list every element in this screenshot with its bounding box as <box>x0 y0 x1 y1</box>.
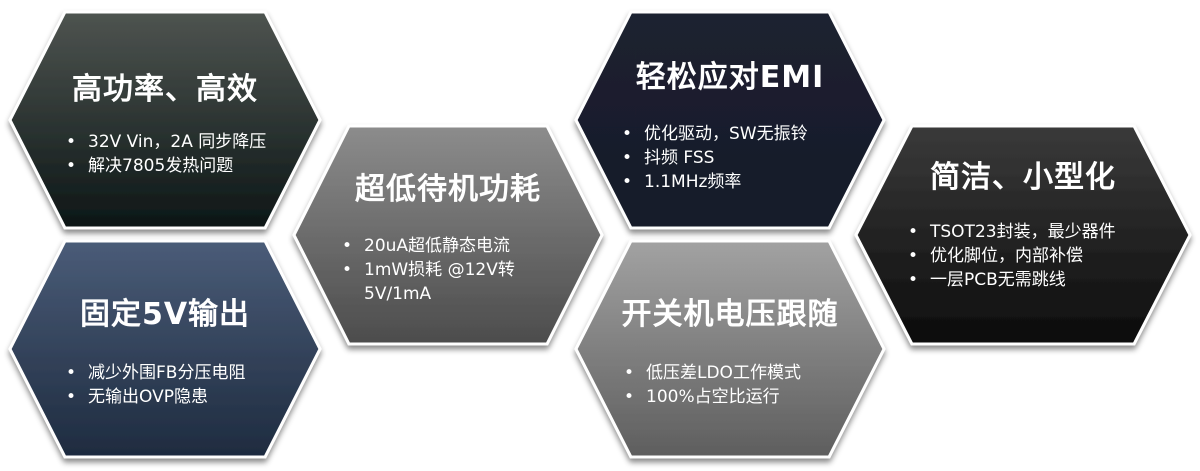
hexagon-6-title: 简洁、小型化 <box>930 160 1116 195</box>
list-item: 1.1MHz频率 <box>618 170 868 194</box>
hexagon-5-bullets: 低压差LDO工作模式 100%占空比运行 <box>620 361 870 409</box>
list-item: 减少外围FB分压电阻 <box>62 361 312 385</box>
hexagon-4-bullets: 优化驱动，SW无振铃 抖频 FSS 1.1MHz频率 <box>618 122 868 194</box>
hexagon-6-bullets: TSOT23封装，最少器件 优化脚位，内部补偿 一层PCB无需跳线 <box>904 220 1136 292</box>
hexagon-5-content: 开关机电压跟随 低压差LDO工作模式 100%占空比运行 <box>576 241 884 457</box>
list-item: 1mW损耗 @12V转5V/1mA <box>338 258 534 306</box>
hexagon-4-title: 轻松应对EMI <box>635 60 825 95</box>
list-item: 无输出OVP隐患 <box>62 385 312 409</box>
hexagon-1-content: 高功率、高效 32V Vin，2A 同步降压 解决7805发热问题 <box>10 12 320 228</box>
list-item: TSOT23封装，最少器件 <box>904 220 1136 244</box>
list-item: 优化驱动，SW无振铃 <box>618 122 868 146</box>
hexagon-6-content: 简洁、小型化 TSOT23封装，最少器件 优化脚位，内部补偿 一层PCB无需跳线 <box>856 126 1190 344</box>
list-item: 抖频 FSS <box>618 146 868 170</box>
list-item: 低压差LDO工作模式 <box>620 361 870 385</box>
list-item: 100%占空比运行 <box>620 385 870 409</box>
hexagon-3-content: 超低待机功耗 20uA超低静态电流 1mW损耗 @12V转5V/1mA <box>294 126 602 344</box>
list-item: 一层PCB无需跳线 <box>904 268 1136 292</box>
hexagon-2-content: 固定5V输出 减少外围FB分压电阻 无输出OVP隐患 <box>10 241 320 457</box>
list-item: 32V Vin，2A 同步降压 <box>62 130 312 154</box>
hexagon-3-bullets: 20uA超低静态电流 1mW损耗 @12V转5V/1mA <box>338 234 534 306</box>
hexagon-4-content: 轻松应对EMI 优化驱动，SW无振铃 抖频 FSS 1.1MHz频率 <box>576 12 884 228</box>
list-item: 20uA超低静态电流 <box>338 234 534 258</box>
hexagon-5-title: 开关机电压跟随 <box>621 297 839 332</box>
hexagon-1-bullets: 32V Vin，2A 同步降压 解决7805发热问题 <box>62 130 312 178</box>
hexagon-1-title: 高功率、高效 <box>72 72 258 107</box>
hexagon-2-bullets: 减少外围FB分压电阻 无输出OVP隐患 <box>62 361 312 409</box>
hexagon-3-title: 超低待机功耗 <box>355 172 541 207</box>
hexagon-2-title: 固定5V输出 <box>79 297 251 332</box>
list-item: 优化脚位，内部补偿 <box>904 244 1136 268</box>
list-item: 解决7805发热问题 <box>62 154 312 178</box>
